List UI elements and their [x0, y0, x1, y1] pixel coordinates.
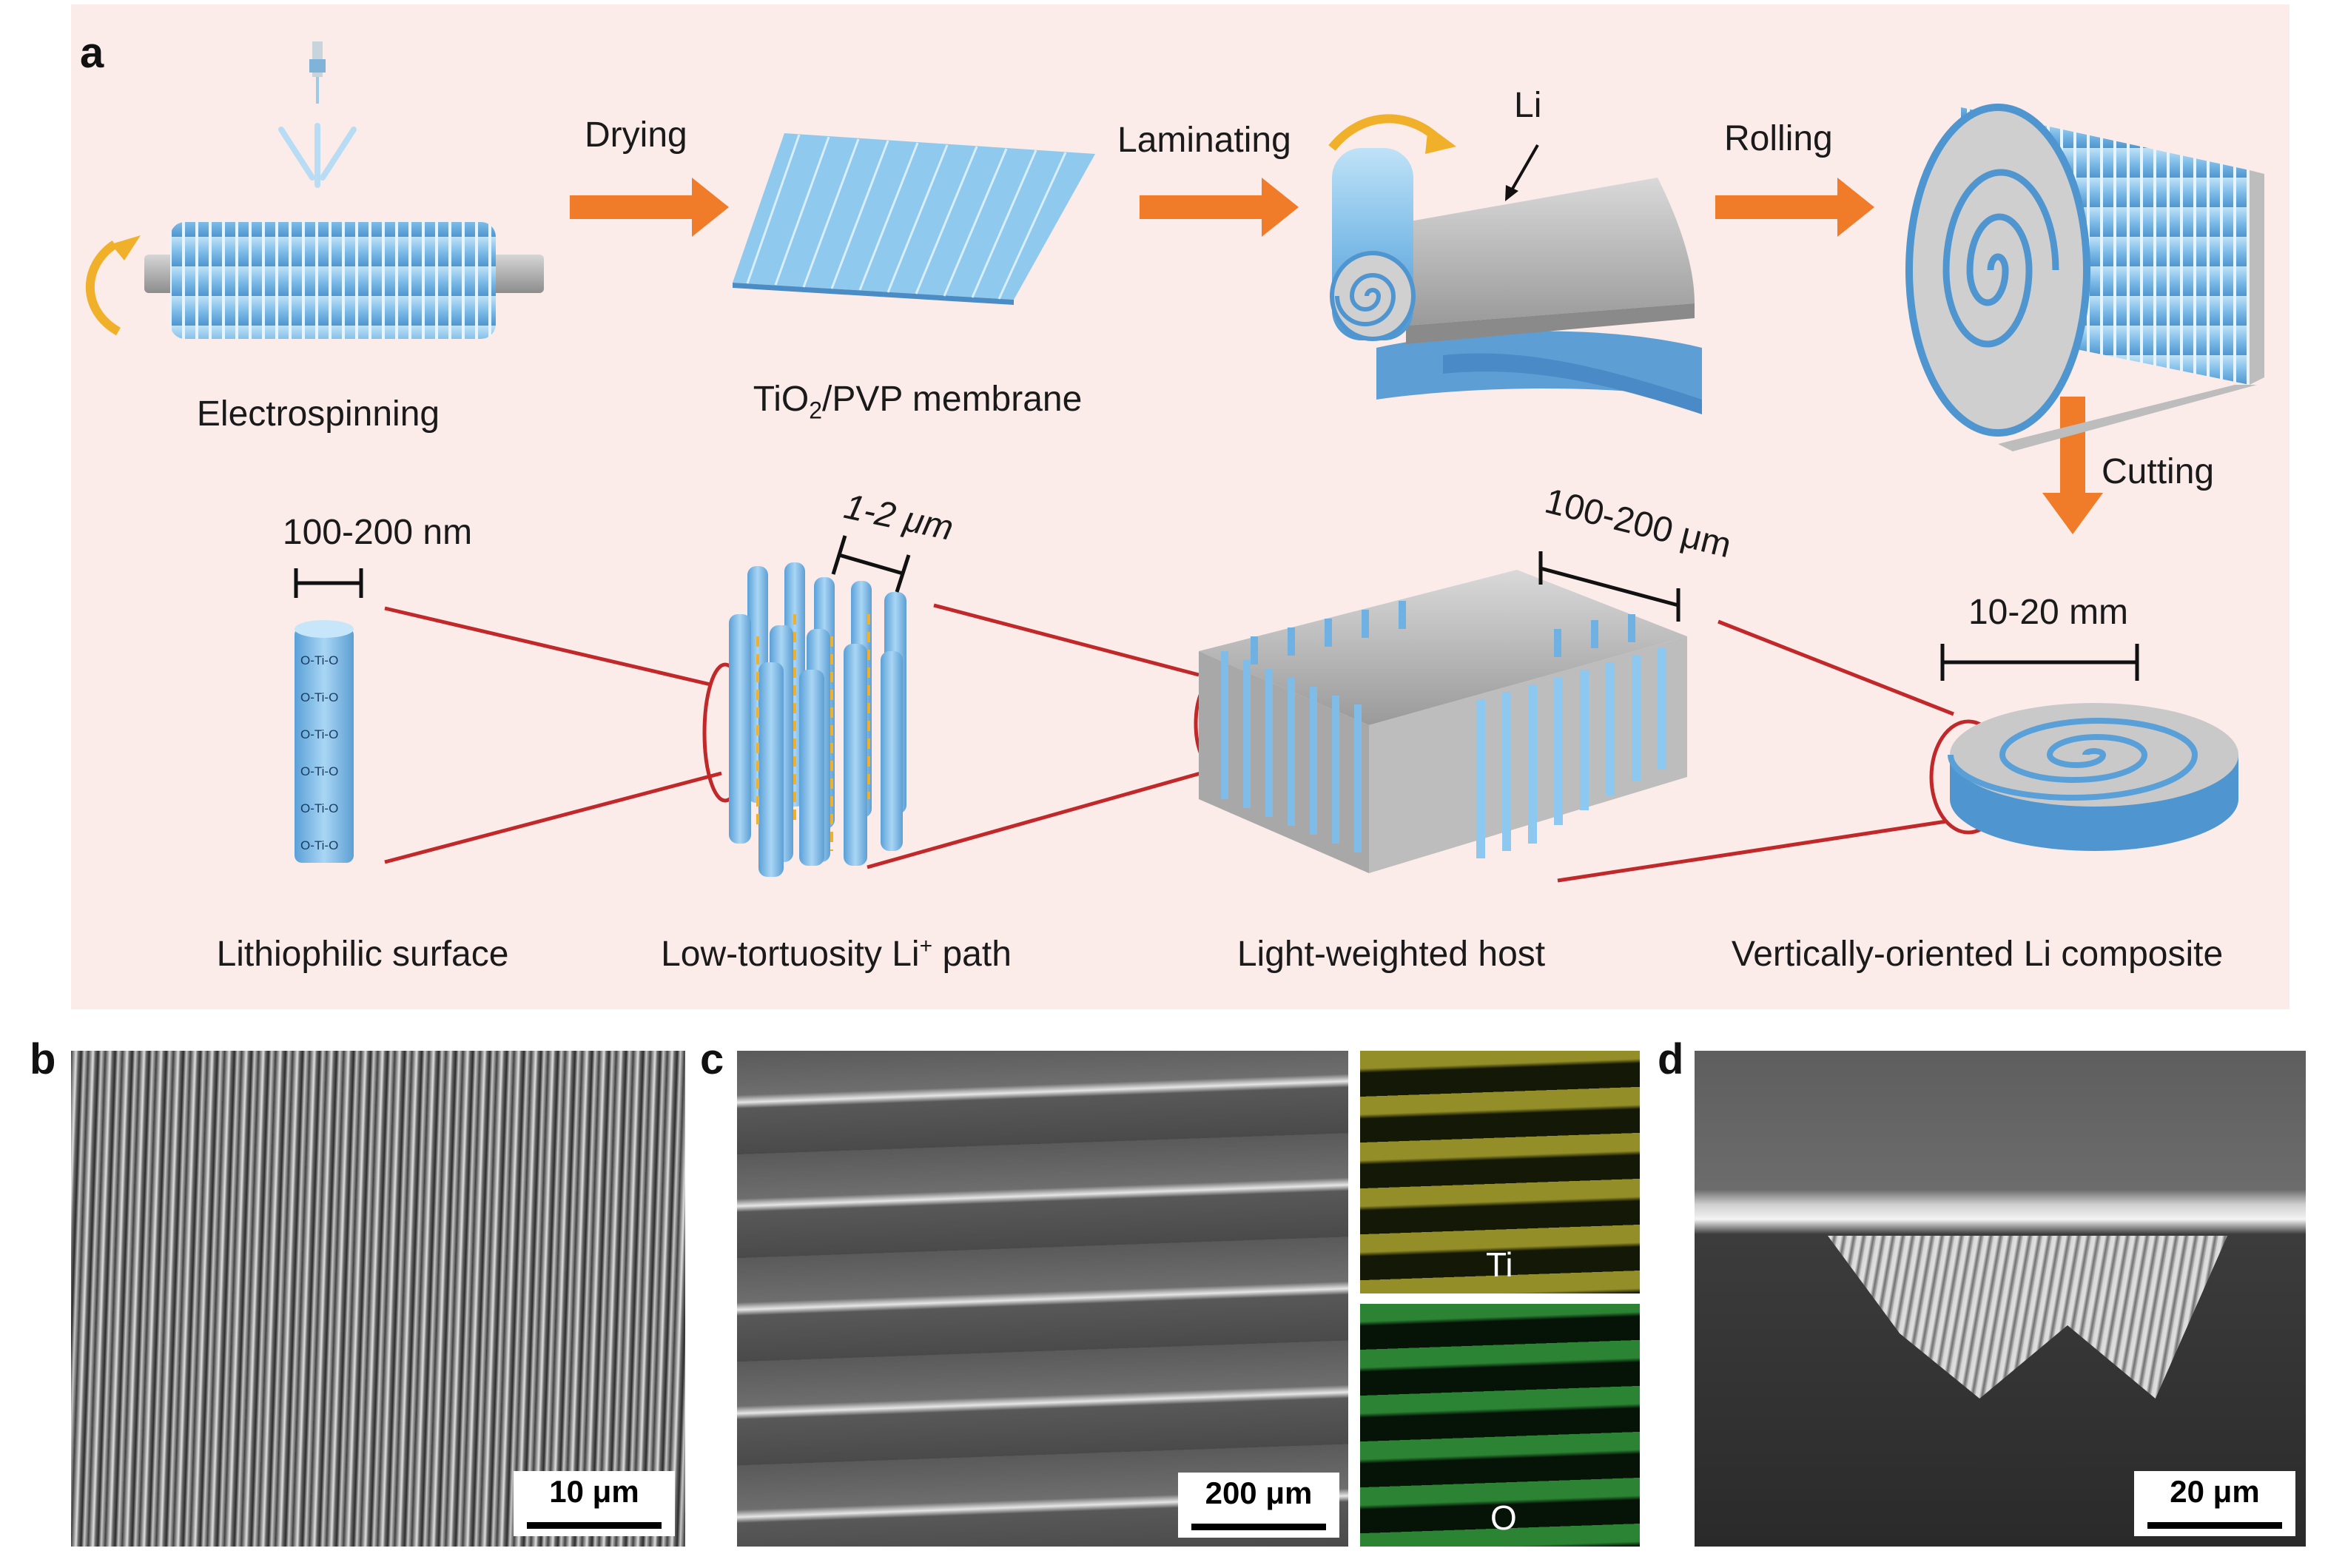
panel-a-schematic: [71, 4, 2290, 1009]
laminating-illustration: [1328, 114, 1702, 414]
fiber-illustration: [294, 568, 363, 863]
caption-electrospinning: Electrospinning: [196, 394, 440, 434]
svg-text:O-Ti-O: O-Ti-O: [300, 801, 338, 815]
caption-membrane: TiO2/PVP membrane: [753, 380, 1083, 424]
membrane-illustration: [733, 133, 1095, 305]
eds-map-ti: Ti: [1360, 1051, 1640, 1293]
eds-label-ti: Ti: [1486, 1245, 1513, 1284]
panel-label-a: a: [80, 29, 104, 77]
li-foil-label: Li: [1514, 86, 1542, 125]
svg-text:O-Ti-O: O-Ti-O: [300, 727, 338, 741]
scale-bar-b: 10 μm: [514, 1471, 675, 1536]
sem-image-fibers: 10 μm: [71, 1051, 685, 1547]
eds-label-o: O: [1490, 1498, 1517, 1537]
svg-text:O-Ti-O: O-Ti-O: [300, 838, 338, 852]
sem-image-composite: 20 μm: [1695, 1051, 2306, 1547]
composite-disc-illustration: [1940, 644, 2238, 851]
sem-image-cross-section: 200 μm: [737, 1051, 1348, 1547]
caption-low-tortuosity: Low-tortuosity Li+ path: [661, 934, 1012, 974]
caption-composite: Vertically-oriented Li composite: [1731, 935, 2224, 974]
svg-text:O-Ti-O: O-Ti-O: [300, 690, 338, 704]
svg-text:O-Ti-O: O-Ti-O: [300, 764, 338, 778]
step-rolling: Rolling: [1724, 119, 1833, 158]
process-arrows: [570, 178, 2103, 534]
svg-text:O-Ti-O: O-Ti-O: [300, 653, 338, 667]
caption-host: Light-weighted host: [1237, 935, 1546, 974]
scale-bar-d: 20 μm: [2134, 1471, 2295, 1536]
electrospinning-illustration: [85, 41, 544, 339]
caption-lithiophilic: Lithiophilic surface: [216, 935, 509, 974]
dim-fiber-diameter: 100-200 nm: [282, 513, 473, 552]
rotation-arrow: [85, 240, 121, 336]
step-drying: Drying: [585, 115, 687, 155]
roller-drum: [170, 222, 496, 339]
molecule-labels: O-Ti-O O-Ti-O O-Ti-O O-Ti-O O-Ti-O O-Ti-…: [300, 653, 338, 852]
spinneret: [278, 41, 357, 188]
scale-bar-c: 200 μm: [1178, 1473, 1339, 1538]
panel-label-b: b: [30, 1035, 56, 1083]
rolled-illustration: [1905, 104, 2264, 451]
zoom-connectors: [384, 603, 2008, 883]
panel-label-d: d: [1658, 1035, 1684, 1083]
host-block-illustration: [1199, 551, 1687, 873]
step-laminating: Laminating: [1117, 121, 1291, 160]
step-cutting: Cutting: [2102, 452, 2215, 491]
eds-map-o: O: [1360, 1304, 1640, 1547]
dim-composite-width: 10-20 mm: [1968, 593, 2129, 632]
panel-label-c: c: [700, 1035, 724, 1083]
fiber-bundle-illustration: [729, 535, 911, 877]
